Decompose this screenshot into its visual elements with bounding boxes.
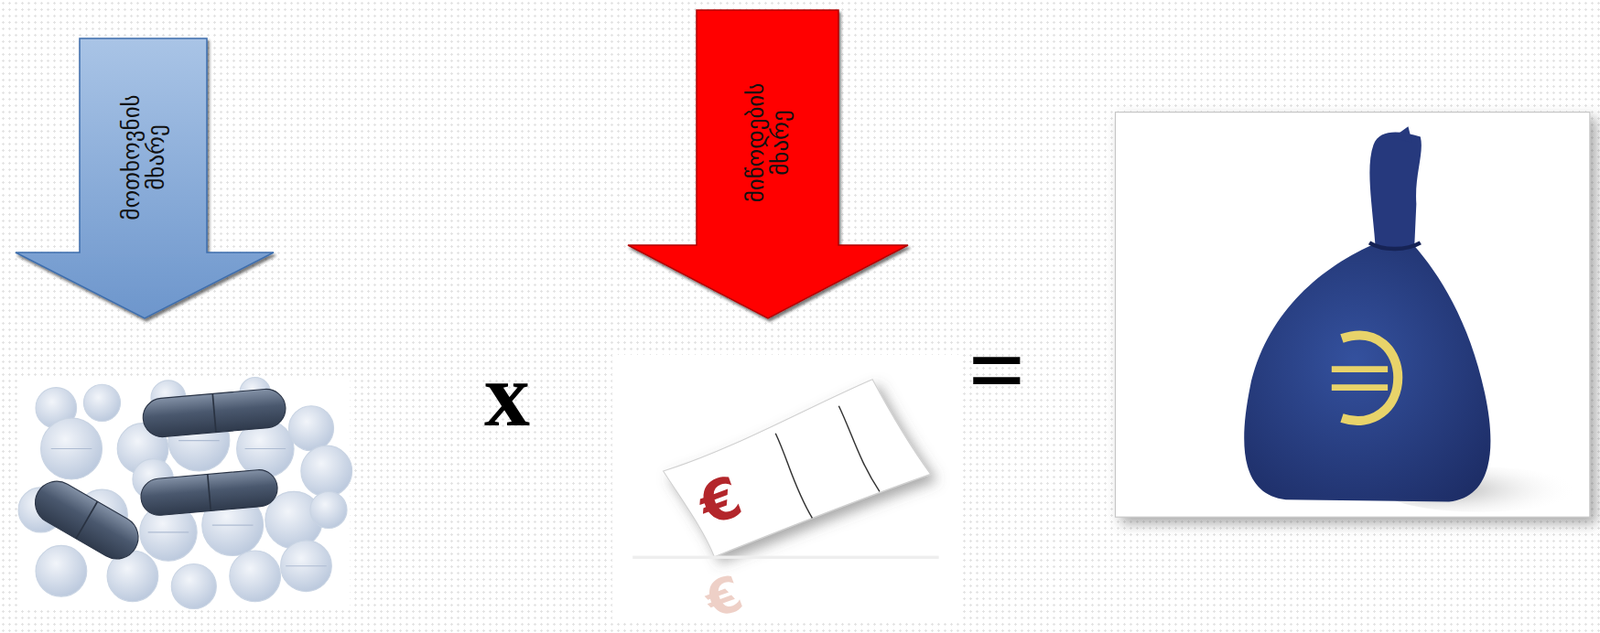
pills-illustration xyxy=(18,377,353,609)
multiply-sign: x xyxy=(484,349,530,442)
arrow-band: მოთხოვნის მხარე xyxy=(15,38,274,319)
arrow-outline xyxy=(15,38,274,319)
arrow-label: მიწოდების მხარე xyxy=(739,46,797,239)
arrow-label: მოთხოვნის მხარე xyxy=(115,61,173,254)
arrow-band: მიწოდების მხარე xyxy=(627,10,909,319)
money-bag xyxy=(1243,126,1577,512)
capsules xyxy=(27,388,288,568)
pills-background xyxy=(18,379,350,610)
equals-sign: = xyxy=(968,320,1027,422)
banknote-background xyxy=(612,355,962,623)
euro-symbol: € xyxy=(691,467,749,535)
arrow-outline xyxy=(627,10,909,319)
money-bag-frame xyxy=(1114,112,1590,519)
banknote xyxy=(632,379,939,560)
euro-reflection: € xyxy=(698,565,748,625)
